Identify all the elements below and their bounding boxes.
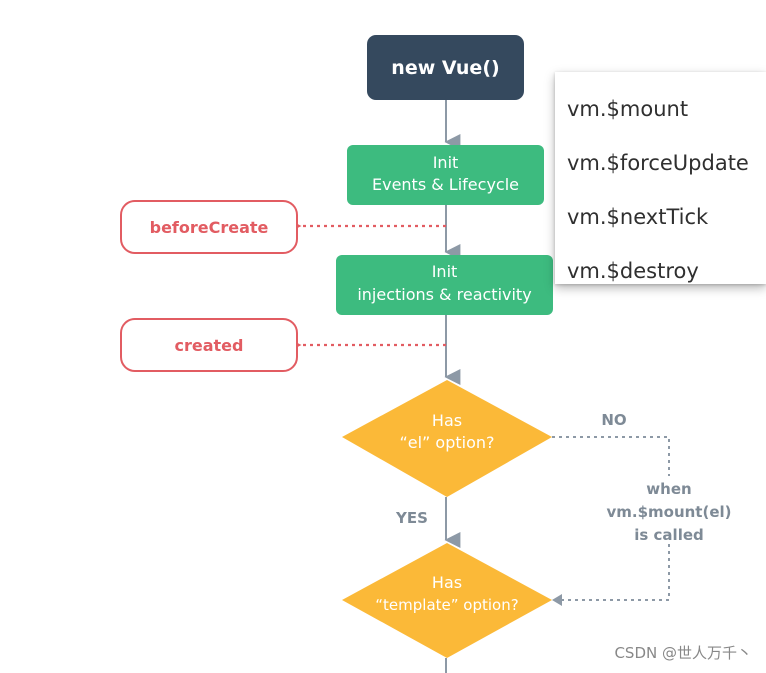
init-injections-label-line1: Init (432, 262, 458, 281)
init-events-label-line2: Events & Lifecycle (372, 175, 519, 194)
when-label-line3: is called (634, 526, 704, 544)
created-hook (120, 318, 298, 372)
watermark: CSDN @世人万千丶 (614, 644, 752, 662)
has-el-decision (342, 380, 552, 497)
when-label-line2: vm.$mount(el) (606, 503, 731, 521)
connector-no-arrowhead (552, 594, 562, 606)
has-template-label-line1: Has (432, 573, 462, 592)
instance-methods-popup: vm.$mount vm.$forceUpdate vm.$nextTick v… (555, 72, 766, 284)
created-label: created (175, 336, 244, 355)
before-create-label: beforeCreate (150, 218, 269, 237)
has-el-label-line2: “el” option? (399, 433, 494, 452)
init-injections-label-line2: injections & reactivity (357, 285, 531, 304)
new-vue-label: new Vue() (391, 57, 499, 79)
popup-item-next-tick[interactable]: vm.$nextTick (567, 205, 709, 229)
init-injections-node (336, 255, 553, 315)
yes-label: YES (395, 509, 428, 527)
has-el-label-line1: Has (432, 411, 462, 430)
when-label-background (598, 476, 740, 544)
when-label-line1: when (646, 480, 691, 498)
init-events-node (347, 145, 544, 205)
popup-item-mount[interactable]: vm.$mount (567, 97, 689, 121)
popup-item-force-update[interactable]: vm.$forceUpdate (567, 151, 749, 175)
new-vue-node (367, 35, 524, 100)
popup-item-destroy[interactable]: vm.$destroy (567, 259, 699, 283)
has-template-decision (342, 543, 552, 658)
no-label: NO (601, 411, 626, 429)
has-template-label-line2: “template” option? (375, 596, 518, 614)
init-events-label-line1: Init (433, 153, 459, 172)
before-create-hook (120, 200, 298, 254)
